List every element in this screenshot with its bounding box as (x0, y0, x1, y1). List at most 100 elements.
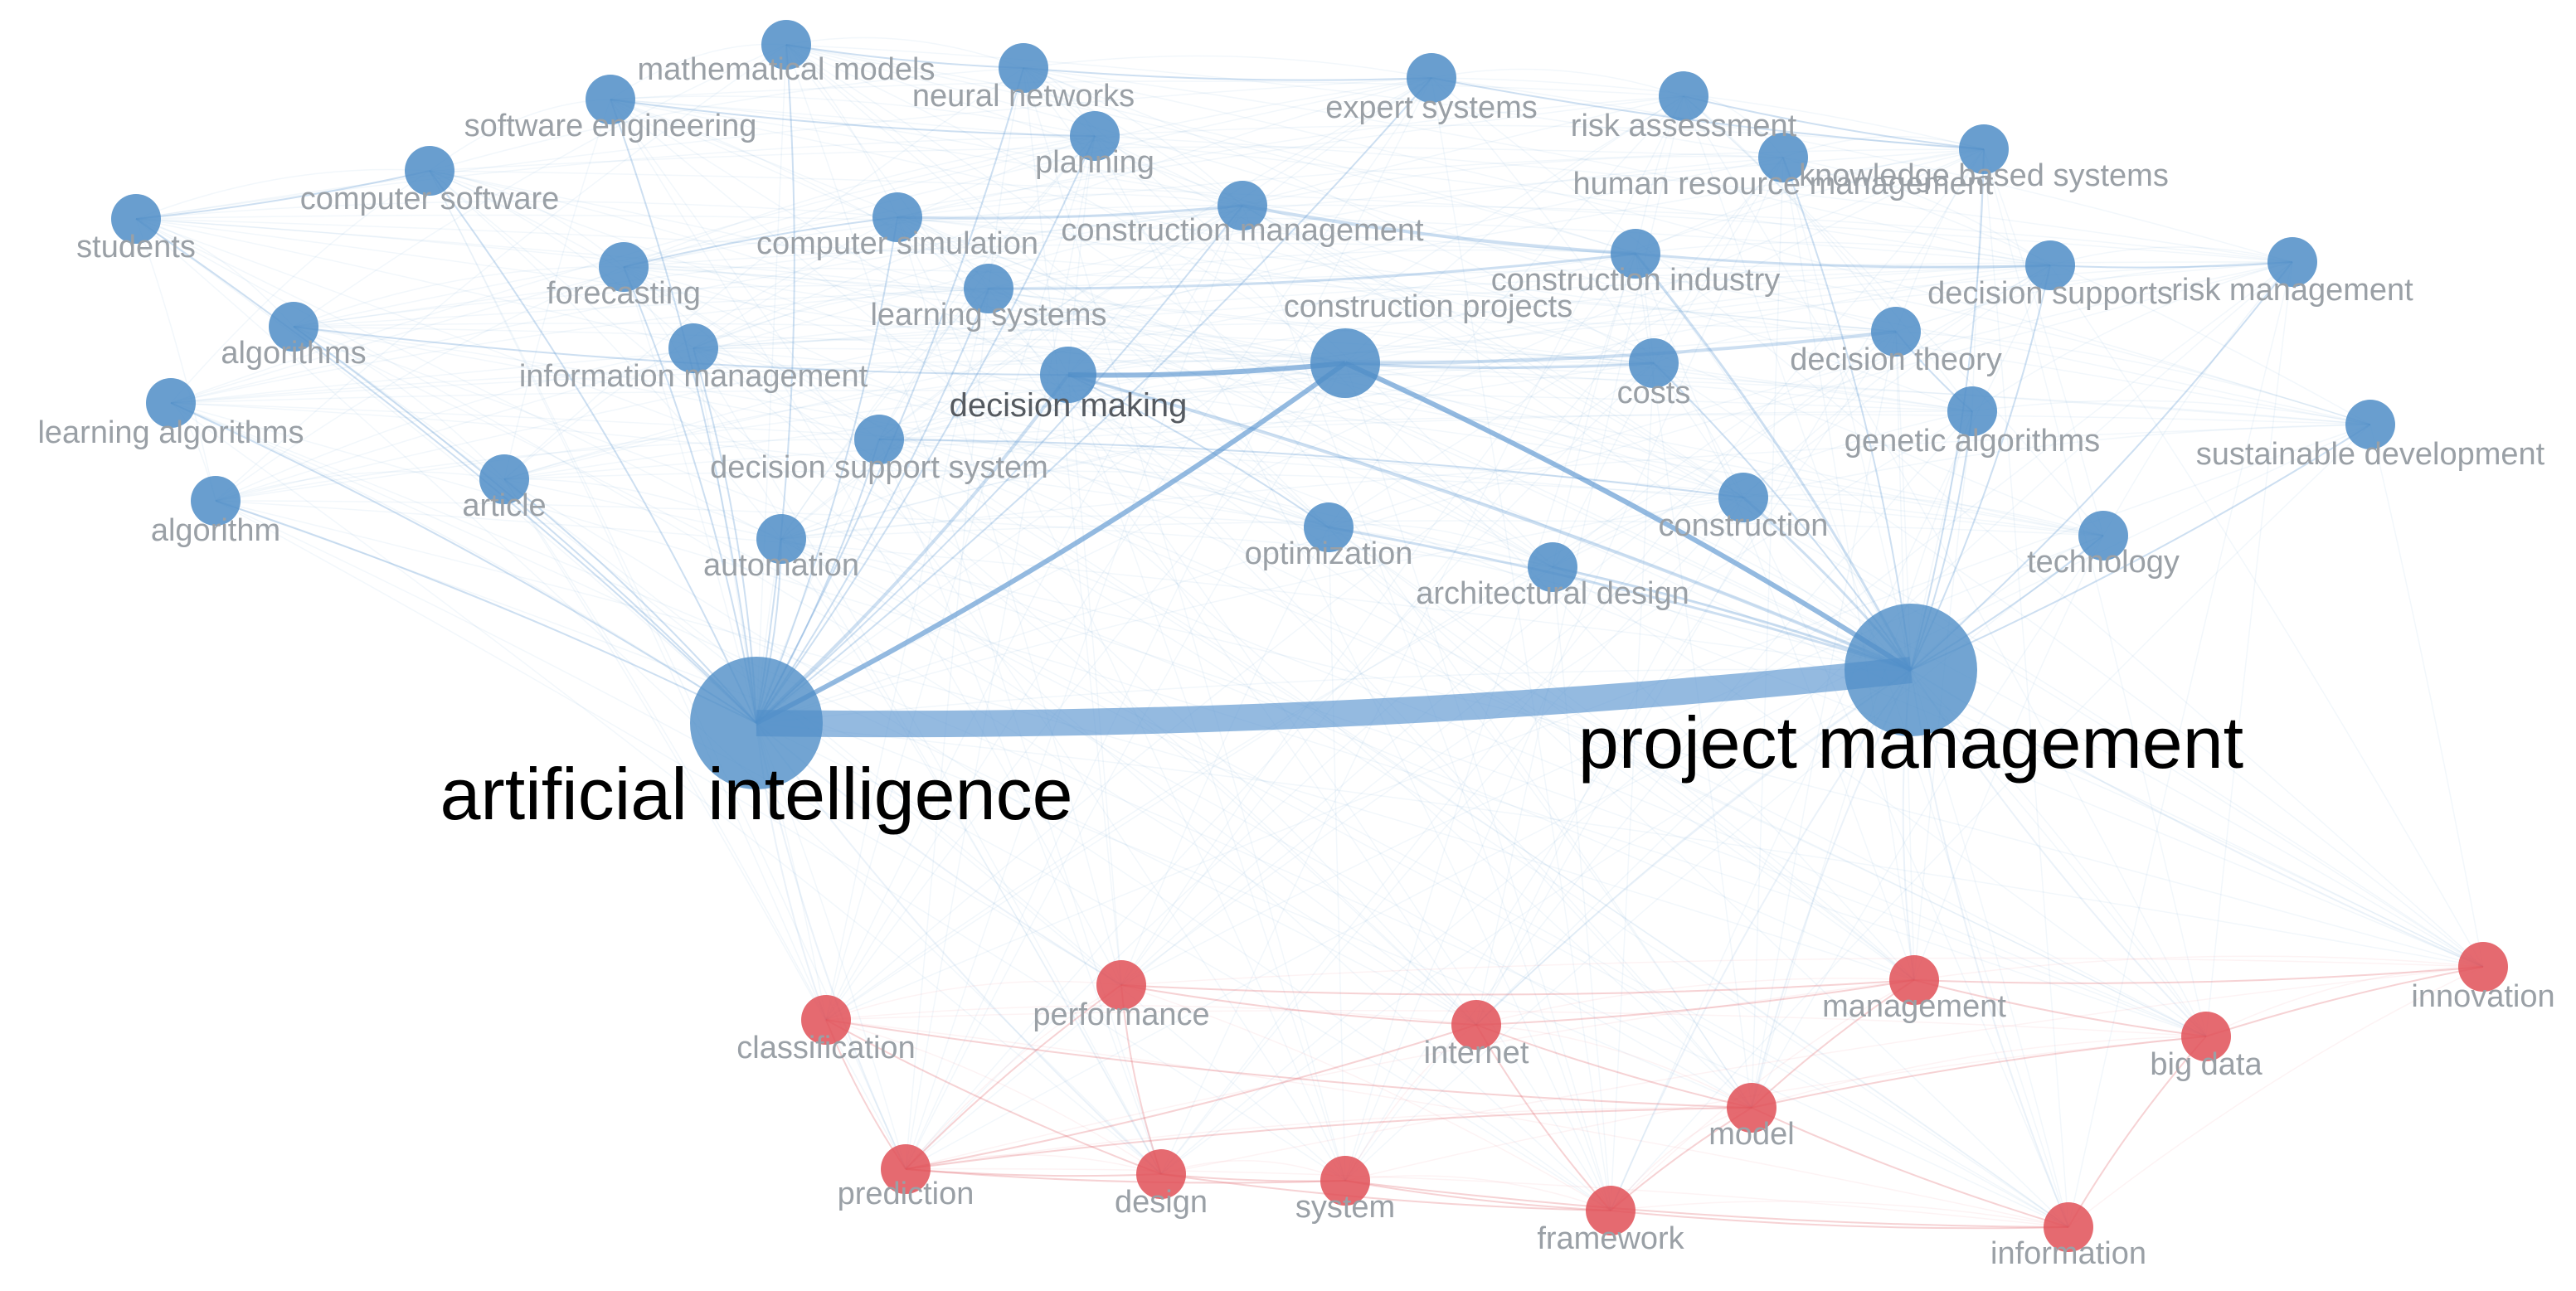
background-edge (1742, 265, 2051, 498)
node-architectural-design[interactable] (1528, 542, 1577, 592)
node-big-data[interactable] (2181, 1012, 2231, 1061)
node-model[interactable] (1727, 1083, 1776, 1133)
node-automation[interactable] (756, 514, 806, 564)
background-edge (1023, 67, 1655, 364)
background-edge (878, 362, 1346, 440)
node-students[interactable] (111, 194, 161, 244)
background-edge (756, 722, 2484, 968)
background-edge (2205, 261, 2293, 1037)
background-edge (756, 261, 2293, 724)
node-computer-software[interactable] (405, 146, 454, 196)
node-internet[interactable] (1451, 1000, 1501, 1050)
background-edge (1344, 1175, 1611, 1211)
background-edge (1653, 362, 2484, 968)
background-edge (135, 218, 2069, 1228)
background-edge (785, 44, 1477, 1026)
background-edge (1475, 95, 1684, 1026)
background-edge (1067, 374, 1915, 981)
background-edge (1895, 331, 2371, 425)
node-human-resource-management[interactable] (1758, 133, 1808, 182)
node-design[interactable] (1136, 1149, 1186, 1199)
background-edge (756, 722, 1611, 1211)
background-edge (135, 218, 1897, 332)
node-construction[interactable] (1718, 473, 1768, 522)
node-construction-management[interactable] (1218, 181, 1267, 231)
node-algorithm[interactable] (191, 476, 241, 526)
node-software-engineering[interactable] (586, 75, 635, 124)
background-edge (1160, 669, 1912, 1175)
edge-innovation-big-data (2205, 966, 2484, 1037)
background-edge (897, 216, 1553, 568)
background-edge (1971, 148, 1985, 412)
background-edge (1983, 148, 2069, 1228)
label-planning: planning (1035, 145, 1154, 180)
label-design: design (1115, 1185, 1208, 1220)
background-edge (170, 77, 1432, 404)
background-edge (1023, 67, 1915, 981)
node-decision-support-system[interactable] (854, 415, 904, 464)
node-sustainable-development[interactable] (2345, 400, 2395, 449)
node-risk-assessment[interactable] (1659, 71, 1708, 121)
node-technology[interactable] (2078, 511, 2128, 561)
background-edge (1344, 535, 2104, 1182)
node-neural-networks[interactable] (999, 43, 1048, 93)
node-prediction[interactable] (881, 1144, 931, 1194)
background-edge (293, 284, 989, 328)
background-edge (905, 1167, 2069, 1228)
node-information[interactable] (2044, 1202, 2093, 1252)
edge-construction-projects-decision-theory (1344, 330, 1897, 366)
edge-performance-internet (1120, 984, 1477, 1026)
label-construction-industry: construction industry (1491, 263, 1781, 298)
node-optimization[interactable] (1304, 502, 1354, 552)
node-framework[interactable] (1586, 1186, 1636, 1235)
background-edge (905, 424, 2371, 1170)
node-system[interactable] (1320, 1156, 1370, 1206)
label-prediction: prediction (838, 1177, 975, 1211)
background-edge (1023, 67, 1912, 671)
edge-prediction-design (905, 1168, 1162, 1177)
background-edge (610, 99, 1553, 568)
node-learning-systems[interactable] (964, 264, 1013, 313)
node-construction-industry[interactable] (1611, 229, 1660, 279)
background-edge (135, 218, 2207, 1037)
node-costs[interactable] (1629, 338, 1679, 388)
label-technology: technology (2027, 545, 2180, 580)
node-performance[interactable] (1096, 960, 1146, 1010)
node-construction-projects[interactable] (1310, 328, 1380, 398)
background-edge (135, 77, 1432, 220)
background-edge (905, 205, 1243, 1170)
background-edge (170, 402, 1329, 528)
node-planning[interactable] (1070, 111, 1120, 161)
node-expert-systems[interactable] (1407, 53, 1456, 103)
node-genetic-algorithms[interactable] (1947, 386, 1997, 436)
node-risk-management[interactable] (2267, 237, 2317, 287)
background-edge (429, 170, 2293, 263)
label-optimization: optimization (1245, 536, 1413, 571)
background-edge (503, 67, 1024, 480)
label-internet: internet (1424, 1036, 1529, 1070)
edge-system-framework (1344, 1180, 1611, 1211)
node-innovation[interactable] (2458, 942, 2508, 992)
background-edge (1344, 261, 2293, 364)
node-project-management[interactable] (1845, 604, 1977, 736)
edge-classification-model (825, 1019, 1752, 1109)
node-mathematical-models[interactable] (761, 20, 811, 70)
background-edge (1653, 157, 1784, 364)
background-edge (780, 538, 1162, 1175)
node-management[interactable] (1889, 955, 1939, 1005)
node-article[interactable] (479, 454, 529, 504)
node-decision-supports[interactable] (2025, 240, 2075, 290)
node-classification[interactable] (801, 995, 851, 1045)
node-artificial-intelligence[interactable] (690, 657, 823, 789)
node-decision-making[interactable] (1040, 347, 1096, 403)
node-forecasting[interactable] (599, 242, 649, 292)
node-learning-algorithms[interactable] (146, 378, 196, 428)
node-computer-simulation[interactable] (872, 192, 922, 242)
background-edge (2068, 261, 2293, 1228)
background-edge (1344, 362, 1744, 498)
node-decision-theory[interactable] (1871, 307, 1921, 357)
node-knowledge-based-systems[interactable] (1959, 124, 2009, 174)
node-information-management[interactable] (668, 323, 718, 373)
edge-project-management-optimization (1328, 526, 1912, 672)
node-algorithms[interactable] (269, 302, 318, 352)
